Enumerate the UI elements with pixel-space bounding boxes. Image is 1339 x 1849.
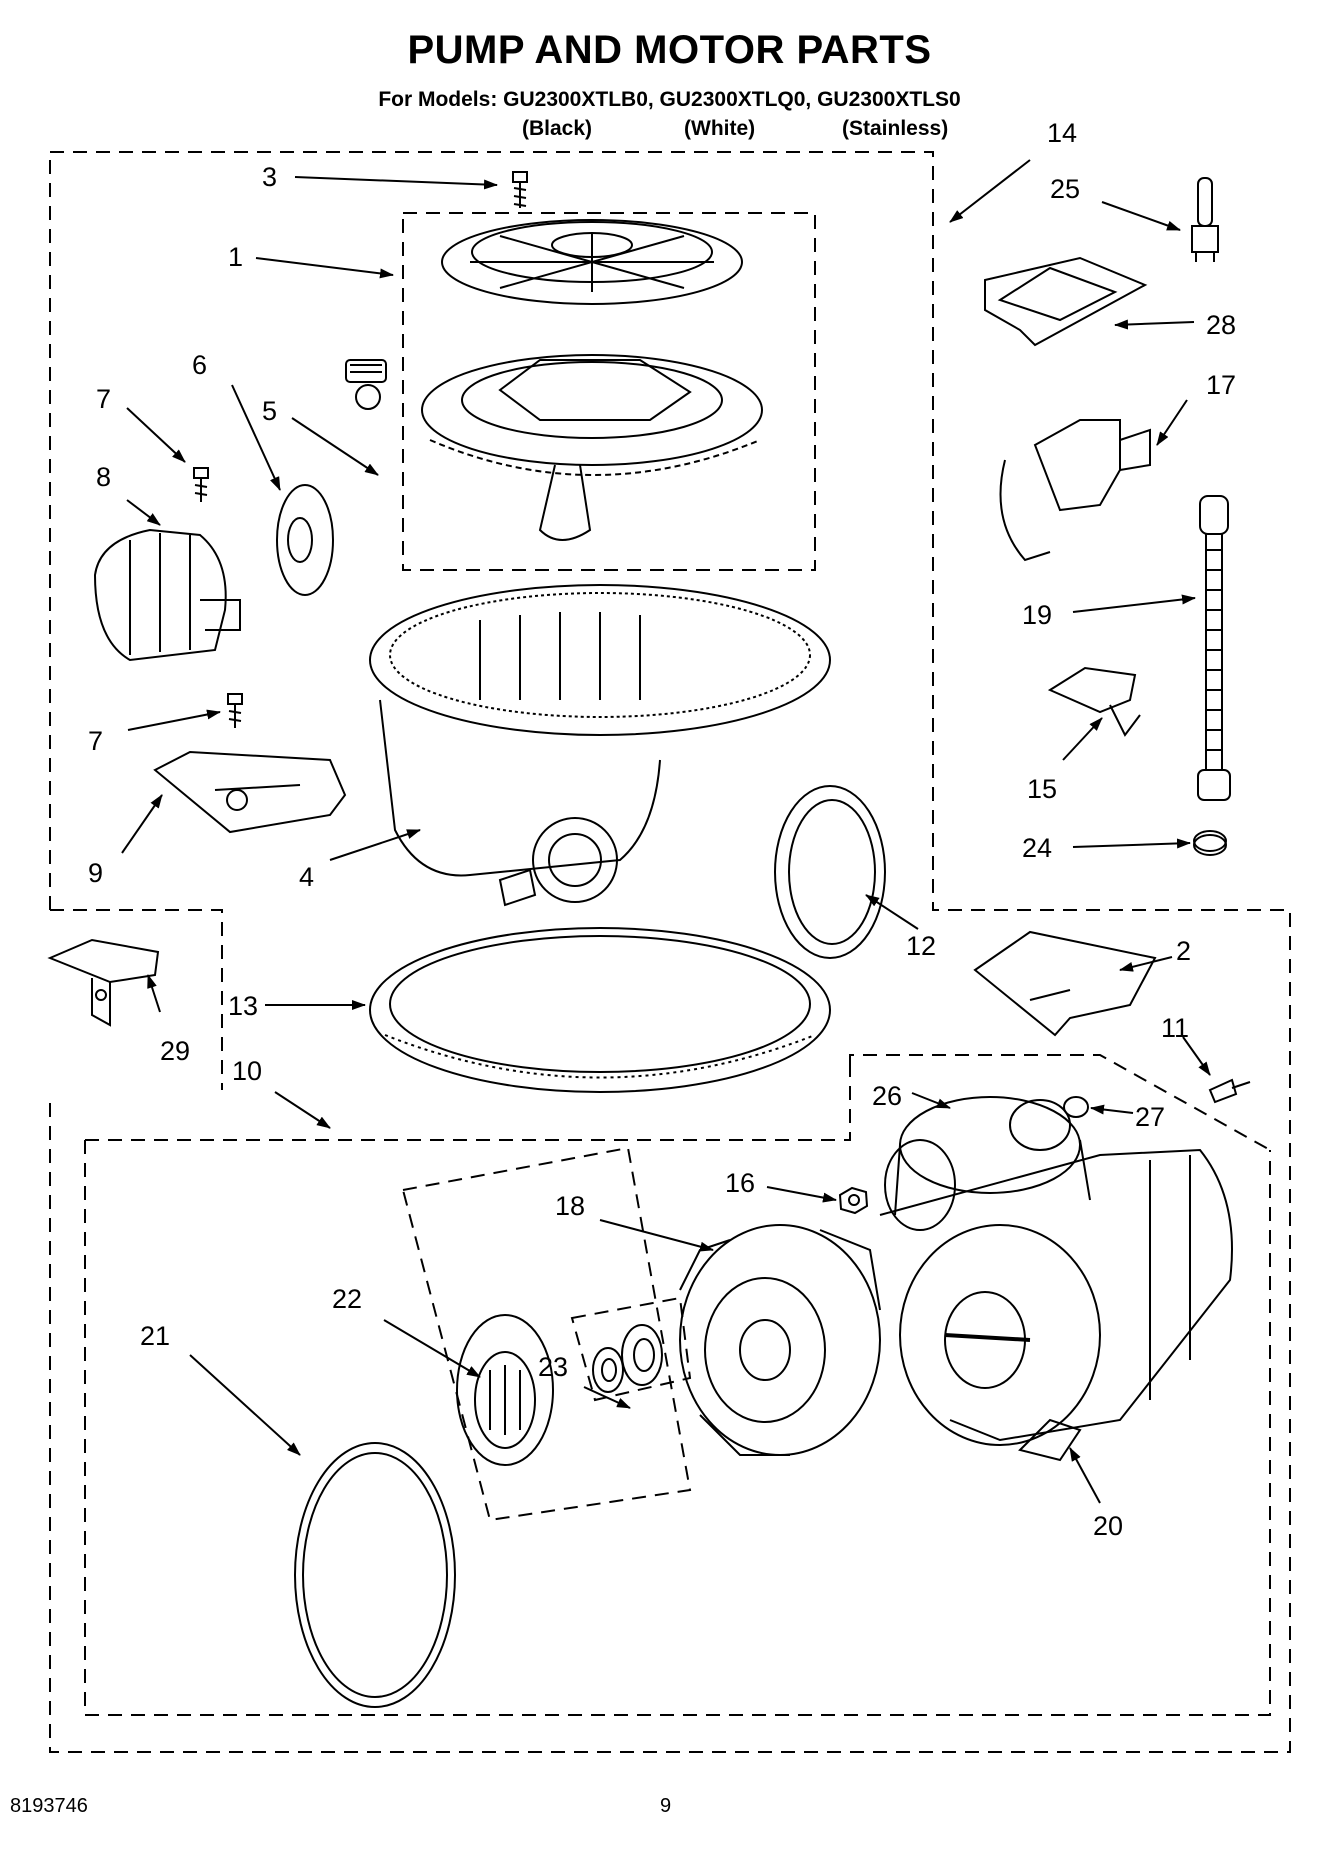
plate-28-icon [984,256,1148,347]
volute-18-icon [679,1224,881,1456]
lower-group-outline [84,1065,1271,1716]
impeller-22-icon [456,1314,554,1466]
sensor-25-icon [1191,177,1219,262]
models-line: For Models: GU2300XTLB0, GU2300XTLQ0, GU… [378,88,961,111]
callout-24: 24 [1022,833,1052,863]
callout-16: 16 [725,1168,755,1198]
bracket-9-icon [153,750,347,834]
callout-13: 13 [228,991,258,1021]
screw-7-lower-icon [227,693,243,728]
switch-17-icon [999,419,1151,562]
callout-23: 23 [538,1352,568,1382]
document-number: 8193746 [10,1795,88,1817]
sump-4-icon [369,584,831,907]
callout-7-lower: 7 [88,726,103,756]
callout-5: 5 [262,396,277,426]
group-outlines [49,151,1291,1753]
shield-2-icon [973,930,1157,1037]
page-number: 9 [660,1795,672,1817]
callout-9: 9 [88,858,103,888]
clip-5-icon [345,359,387,410]
callout-17: 17 [1206,370,1236,400]
upper-group-outline [49,151,1291,1753]
spray-arm-group-outline [402,212,816,571]
clamp-24-icon [1193,830,1227,856]
callout-numbers: 3 1 6 7 5 8 7 9 4 12 2 13 29 10 11 14 25… [88,118,1236,1541]
leader-lines [121,159,1211,1504]
callout-1: 1 [228,242,243,272]
callout-11: 11 [1161,1013,1189,1043]
screw-11-icon [1208,1078,1251,1104]
latch-15-icon [1047,666,1141,737]
callout-20: 20 [1093,1511,1123,1541]
callout-2: 2 [1176,936,1191,966]
variant-white: (White) [684,117,756,140]
seal-group-outline [570,1296,692,1402]
callout-19: 19 [1022,600,1052,630]
screw-3-icon [512,171,528,208]
screw-7-upper-icon [193,467,209,502]
callout-3: 3 [262,162,277,192]
ring-12-icon [774,785,886,959]
parts-artwork [47,171,1251,1708]
variant-black: (Black) [522,117,593,140]
gasket-13-icon [369,927,831,1093]
callout-26: 26 [872,1081,902,1111]
filter-assembly-icon [421,354,763,541]
gasket-21-icon [294,1442,456,1708]
nut-16-icon [838,1186,869,1215]
callout-6: 6 [192,350,207,380]
variant-stainless: (Stainless) [842,117,949,140]
callout-8: 8 [96,462,111,492]
callout-7-upper: 7 [96,384,111,414]
upper-spray-arm-icon [441,219,743,305]
disc-6-icon [276,484,334,596]
callout-14: 14 [1047,118,1077,148]
motor-20-icon [879,1096,1233,1462]
housing-8-icon [93,528,241,662]
callout-15: 15 [1027,774,1057,804]
callout-4: 4 [299,862,314,892]
disc-27-icon [1063,1096,1089,1118]
callout-18: 18 [555,1191,585,1221]
callout-12: 12 [906,931,936,961]
callout-29: 29 [160,1036,190,1066]
callout-27: 27 [1135,1102,1165,1132]
callout-10: 10 [232,1056,262,1086]
seal-23-icon [592,1324,663,1393]
callout-21: 21 [140,1321,170,1351]
callout-22: 22 [332,1284,362,1314]
bracket-29-icon [47,938,160,1027]
motor-group-outline [849,1054,1271,1151]
impeller-group-outline [401,1146,692,1522]
callout-25: 25 [1050,174,1080,204]
page-title: PUMP AND MOTOR PARTS [407,28,932,72]
callout-28: 28 [1206,310,1236,340]
hose-19-icon [1197,495,1231,801]
